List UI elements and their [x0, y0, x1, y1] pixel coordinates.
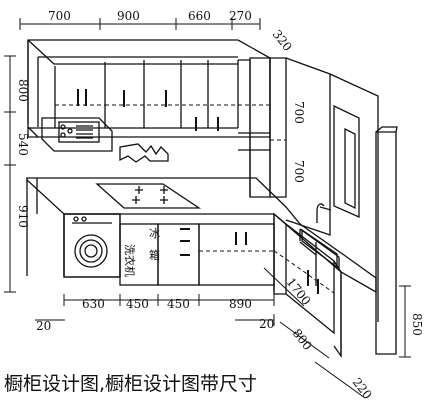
fridge-label-left: 冰	[149, 227, 160, 240]
diagram-caption: 橱柜设计图,橱柜设计图带尺寸	[4, 373, 257, 395]
range-hood	[119, 143, 169, 163]
dim-top-700: 700	[48, 9, 71, 23]
dim-bottom-890: 890	[229, 297, 252, 311]
washing-machine	[63, 213, 121, 278]
dim-left-540: 540	[16, 133, 30, 156]
tall-cabinet-dashed-guides	[270, 77, 287, 193]
cooktop	[95, 183, 202, 209]
right-lower-dimensions	[263, 267, 411, 399]
dim-right-700-upper: 700	[292, 101, 306, 124]
base-cabinet-handles	[180, 228, 319, 294]
dim-right-850: 850	[410, 313, 424, 336]
microwave	[41, 117, 113, 152]
dim-bottom-450-left: 450	[126, 297, 149, 311]
dim-top-900: 900	[117, 9, 140, 23]
dim-bottom-20-right: 20	[259, 317, 274, 331]
bottom-dimension-lines	[35, 294, 330, 359]
upper-cabinet-handles	[77, 89, 219, 131]
dim-bottom-630: 630	[82, 297, 105, 311]
dim-top-270: 270	[229, 9, 252, 23]
dim-left-910: 910	[16, 205, 30, 228]
base-cabinets	[63, 203, 342, 359]
top-dimension-line	[19, 18, 261, 30]
dim-bottom-800: 800	[290, 326, 315, 353]
dim-bottom-20-left: 20	[36, 319, 51, 333]
dim-right-700-lower: 700	[292, 160, 306, 183]
washer-label: 洗衣机	[123, 244, 137, 277]
dim-left-800: 800	[16, 79, 30, 102]
dim-top-320: 320	[270, 27, 295, 54]
fridge-label-right: 箱	[149, 248, 160, 262]
base-cabinet-dashed-guides	[199, 250, 335, 294]
left-dimension-line	[4, 55, 16, 293]
dim-right-220: 220	[350, 375, 375, 400]
dim-bottom-450-right: 450	[167, 297, 190, 311]
dim-top-660: 660	[188, 9, 211, 23]
